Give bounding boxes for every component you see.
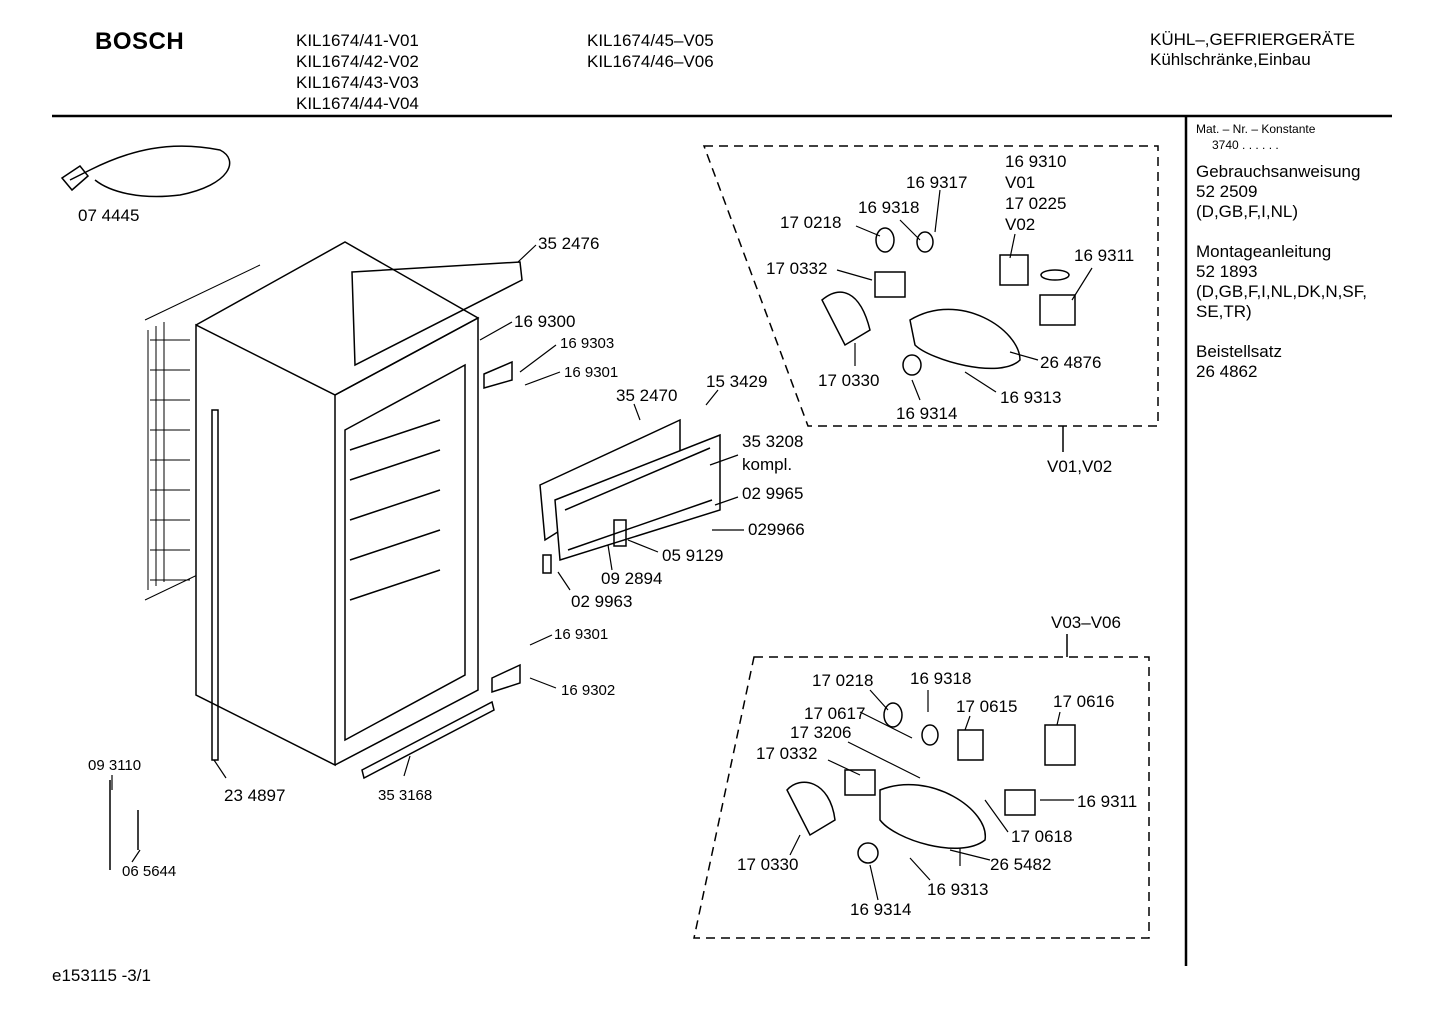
part-label: 17 0332 — [756, 744, 818, 763]
part-label: V01 — [1005, 173, 1036, 192]
part-label: 029966 — [748, 520, 805, 539]
part-label: 17 0330 — [818, 371, 880, 390]
model-number: KIL1674/41-V01 — [296, 31, 419, 50]
subcategory-title: Kühlschränke,Einbau — [1150, 50, 1311, 69]
model-number: KIL1674/42-V02 — [296, 52, 419, 71]
sensor-part — [109, 780, 139, 870]
kit-title: Beistellsatz — [1196, 342, 1282, 361]
part-label: 16 9301 — [554, 626, 609, 643]
model-number: KIL1674/43-V03 — [296, 73, 419, 92]
install-langs: SE,TR) — [1196, 302, 1252, 321]
variant-label: V03–V06 — [1051, 613, 1121, 632]
part-label: 02 9963 — [571, 592, 633, 611]
part-label: 35 3208 — [742, 432, 804, 451]
kit-number: 26 4862 — [1196, 362, 1258, 381]
lamp-assembly-bottom — [786, 702, 1076, 864]
part-label: 26 4876 — [1040, 353, 1102, 372]
part-label: 16 9318 — [858, 198, 920, 217]
part-label: 16 9310 — [1005, 152, 1067, 171]
category-title: KÜHL–,GEFRIERGERÄTE — [1150, 30, 1355, 49]
part-label: V02 — [1005, 215, 1036, 234]
part-label: 16 9300 — [514, 312, 576, 331]
brand-logo: BOSCH — [95, 28, 185, 55]
manual-langs: (D,GB,F,I,NL) — [1196, 202, 1299, 221]
model-number: KIL1674/44-V04 — [296, 94, 419, 113]
cabinet-part — [195, 241, 523, 780]
part-label: 35 3168 — [378, 787, 433, 804]
part-label: 17 0618 — [1011, 827, 1073, 846]
part-label: 07 4445 — [78, 206, 140, 225]
part-label: 35 2476 — [538, 234, 600, 253]
install-number: 52 1893 — [1196, 262, 1258, 281]
part-label: 16 9311 — [1077, 792, 1138, 811]
part-label: 02 9965 — [742, 484, 804, 503]
part-label: 17 3206 — [790, 723, 852, 742]
part-label: 17 0218 — [780, 213, 842, 232]
part-label: 16 9311 — [1074, 246, 1135, 265]
part-label: 16 9318 — [910, 669, 972, 688]
manual-title: Gebrauchsanweisung — [1196, 162, 1361, 181]
install-langs: (D,GB,F,I,NL,DK,N,SF, — [1196, 282, 1367, 301]
hinge-parts — [483, 360, 627, 694]
part-label: 05 9129 — [662, 546, 724, 565]
part-label: 09 2894 — [601, 569, 663, 588]
part-label: 17 0330 — [737, 855, 799, 874]
part-label: 17 0332 — [766, 259, 828, 278]
mat-label: Mat. – Nr. – Konstante — [1196, 122, 1316, 136]
variant-box-v03-v06 — [693, 656, 1150, 939]
model-number: KIL1674/45–V05 — [587, 31, 714, 50]
part-label: 16 9314 — [850, 900, 912, 919]
install-title: Montageanleitung — [1196, 242, 1332, 261]
part-label: 15 3429 — [706, 372, 768, 391]
lamp-assembly-top — [821, 227, 1076, 376]
power-cord-part — [60, 145, 231, 198]
part-label: 16 9313 — [927, 880, 989, 899]
part-label: 17 0617 — [804, 704, 866, 723]
part-label: 17 0615 — [956, 697, 1018, 716]
drawing-id: e153115 -3/1 — [52, 966, 151, 985]
part-label: 16 9302 — [561, 682, 616, 699]
mat-value: 3740 . . . . . . — [1212, 138, 1279, 152]
part-label: 23 4897 — [224, 786, 286, 805]
part-label: kompl. — [742, 455, 793, 474]
part-label: 35 2470 — [616, 386, 678, 405]
freezer-door-part — [539, 418, 721, 561]
part-label: 06 5644 — [122, 863, 177, 880]
part-label: 16 9313 — [1000, 388, 1062, 407]
variant-label: V01,V02 — [1047, 457, 1113, 476]
part-label: 09 3110 — [88, 757, 142, 774]
part-label: 17 0616 — [1053, 692, 1115, 711]
part-label: 17 0225 — [1005, 194, 1067, 213]
variant-box-v01-v02 — [702, 145, 1159, 427]
leader-lines — [111, 189, 1093, 901]
model-number: KIL1674/46–V06 — [587, 52, 714, 71]
part-label: 26 5482 — [990, 855, 1052, 874]
manual-number: 52 2509 — [1196, 182, 1258, 201]
part-label: 16 9303 — [560, 335, 615, 352]
part-label: 17 0218 — [812, 671, 874, 690]
part-label: 16 9317 — [906, 173, 968, 192]
part-label: 16 9314 — [896, 404, 958, 423]
part-label: 16 9301 — [564, 364, 619, 381]
